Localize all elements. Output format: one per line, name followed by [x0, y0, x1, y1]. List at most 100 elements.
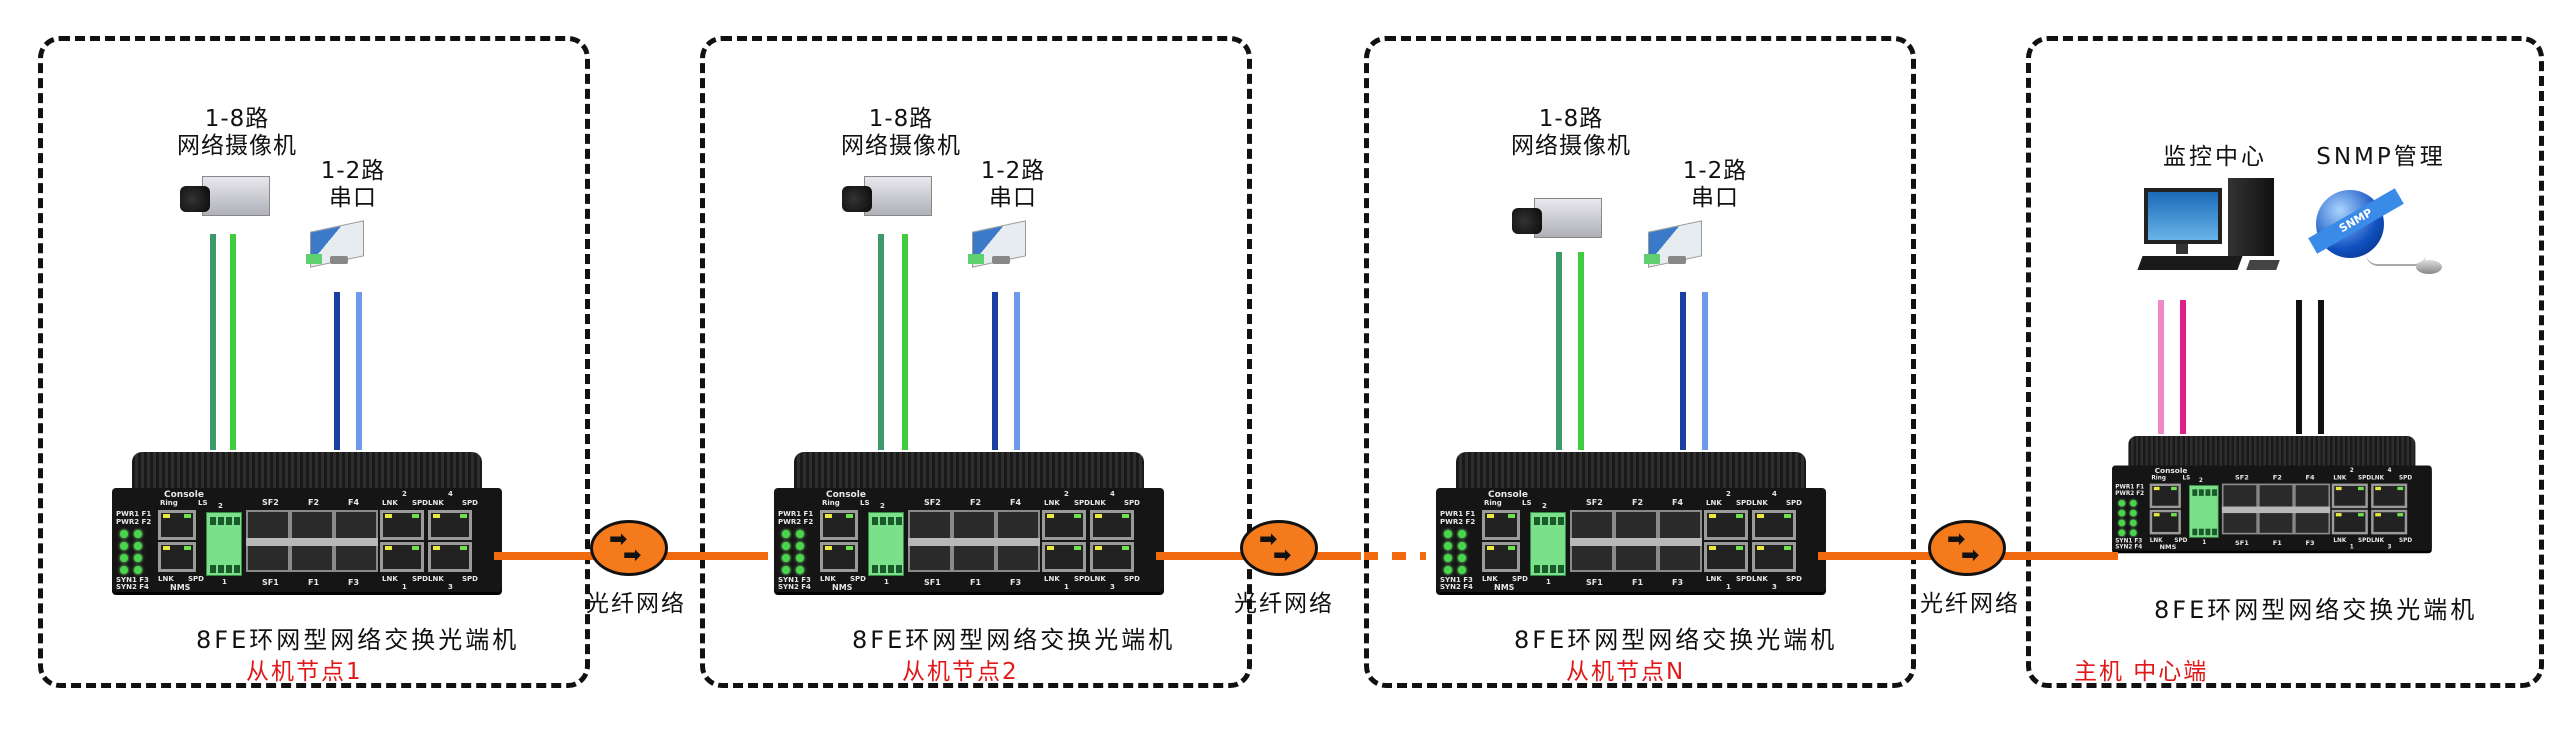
- sfp-port-pair[interactable]: [996, 510, 1040, 572]
- lnk-label: LNK: [2333, 536, 2347, 544]
- ethernet-port-3[interactable]: [1090, 542, 1134, 572]
- ring-fiber-switch: Console Ring LS PWR1 F1 PWR2 F2 SYN1 F3 …: [112, 452, 502, 592]
- ethernet-port-3[interactable]: [2371, 509, 2408, 535]
- node-title: 主机 中心端: [2074, 659, 2209, 685]
- console-port[interactable]: [1482, 510, 1520, 540]
- sfp-label: SF1: [2235, 539, 2249, 547]
- ethernet-port-4[interactable]: [1752, 510, 1796, 540]
- led-label: PWR1 F1: [1440, 510, 1476, 518]
- camera-type: 网络摄像机: [841, 133, 961, 159]
- status-led: [134, 542, 142, 550]
- spd-label: SPD: [1736, 499, 1752, 507]
- camera-type: 网络摄像机: [1511, 133, 1631, 159]
- sfp-label: F3: [1010, 578, 1022, 587]
- status-led: [2118, 519, 2126, 527]
- ethernet-port-2[interactable]: [380, 510, 424, 540]
- ethernet-port-3[interactable]: [428, 542, 472, 572]
- sfp-port-pair[interactable]: [1614, 510, 1658, 572]
- ring-fiber-switch: Console Ring LS PWR1 F1 PWR2 F2 SYN1 F3 …: [774, 452, 1164, 592]
- status-led: [2130, 529, 2137, 537]
- status-led: [120, 554, 128, 562]
- ethernet-port-2[interactable]: [2331, 483, 2368, 509]
- sfp-label: SF2: [2235, 473, 2249, 482]
- spd-label: SPD: [1786, 499, 1802, 507]
- sfp-port-pair[interactable]: [2257, 483, 2295, 535]
- ethernet-port-1[interactable]: [2331, 509, 2368, 535]
- monitor-cable: [2158, 300, 2164, 434]
- port-number: 3: [1772, 583, 1777, 591]
- ethernet-port-4[interactable]: [2371, 483, 2408, 509]
- nms-port[interactable]: [2149, 509, 2181, 535]
- terminal-label: 1: [2202, 539, 2207, 546]
- console-port[interactable]: [158, 510, 196, 540]
- spd-label: SPD: [462, 575, 478, 583]
- serial-count: 1-2路: [320, 158, 386, 184]
- port-number: 1: [2349, 543, 2354, 550]
- status-led: [134, 530, 142, 538]
- device-caption: 8FE环网型网络交换光端机: [2154, 596, 2478, 624]
- led-label: SYN1 F3: [116, 576, 149, 584]
- terminal-label: 1: [884, 578, 889, 586]
- ethernet-port-2[interactable]: [1042, 510, 1086, 540]
- sfp-port-pair[interactable]: [2221, 483, 2258, 535]
- led-label: SYN2 F4: [116, 583, 149, 591]
- led-label: PWR1 F1: [778, 510, 814, 518]
- serial-converter-icon: [1644, 220, 1704, 270]
- serial-cable: [334, 292, 340, 450]
- serial-count: 1-2路: [1682, 158, 1748, 184]
- ethernet-port-1[interactable]: [380, 542, 424, 572]
- spd-label: SPD: [2399, 474, 2413, 482]
- ethernet-port-1[interactable]: [1042, 542, 1086, 572]
- sfp-port-pair[interactable]: [1658, 510, 1702, 572]
- status-led: [796, 530, 804, 538]
- sfp-port-pair[interactable]: [290, 510, 334, 572]
- camera-cable: [878, 234, 884, 450]
- terminal-label: 2: [1542, 502, 1547, 510]
- serial-label: 1-2路 串口: [308, 158, 398, 212]
- console-port[interactable]: [2149, 483, 2181, 509]
- monitor-cable: [2180, 300, 2186, 434]
- spd-label: SPD: [2399, 536, 2413, 544]
- spd-label: SPD: [1124, 575, 1140, 583]
- lnk-label: LNK: [2333, 474, 2347, 482]
- lnk-label: LNK: [1090, 575, 1106, 583]
- ethernet-port-3[interactable]: [1752, 542, 1796, 572]
- serial-count: 1-2路: [980, 158, 1046, 184]
- ethernet-port-4[interactable]: [1090, 510, 1134, 540]
- ethernet-port-4[interactable]: [428, 510, 472, 540]
- sfp-port-pair[interactable]: [952, 510, 996, 572]
- port-number: 4: [448, 490, 453, 498]
- switch-front-panel: Console Ring LS PWR1 F1 PWR2 F2 SYN1 F3 …: [1436, 488, 1826, 592]
- fiber-network-label: 光纤网络: [586, 591, 686, 617]
- nms-port[interactable]: [820, 542, 858, 572]
- lnk-label: LNK: [1706, 499, 1722, 507]
- sfp-port-pair[interactable]: [1570, 510, 1614, 572]
- console-port[interactable]: [820, 510, 858, 540]
- serial-label: 1-2路 串口: [968, 158, 1058, 212]
- ethernet-port-2[interactable]: [1704, 510, 1748, 540]
- status-led: [782, 554, 790, 562]
- serial-terminal-block[interactable]: [206, 512, 242, 576]
- status-led: [782, 530, 790, 538]
- status-led: [134, 554, 142, 562]
- led-label: SYN2 F4: [778, 583, 811, 591]
- sfp-label: F4: [1010, 498, 1022, 507]
- camera-cable: [1578, 252, 1584, 450]
- sfp-label: F3: [2305, 539, 2315, 547]
- nms-port[interactable]: [158, 542, 196, 572]
- serial-terminal-block[interactable]: [2189, 485, 2219, 538]
- sfp-port-pair[interactable]: [2294, 483, 2331, 535]
- serial-terminal-block[interactable]: [1530, 512, 1566, 576]
- ethernet-port-1[interactable]: [1704, 542, 1748, 572]
- serial-terminal-block[interactable]: [868, 512, 904, 576]
- port-number: 1: [1726, 583, 1731, 591]
- serial-type: 串口: [329, 185, 377, 211]
- sfp-port-pair[interactable]: [908, 510, 952, 572]
- nms-port[interactable]: [1482, 542, 1520, 572]
- port-number: 3: [1110, 583, 1115, 591]
- port-number: 4: [2387, 467, 2392, 474]
- sfp-port-pair[interactable]: [246, 510, 290, 572]
- sfp-port-pair[interactable]: [334, 510, 378, 572]
- status-led: [1444, 530, 1452, 538]
- led-label: SYN2 F4: [1440, 583, 1473, 591]
